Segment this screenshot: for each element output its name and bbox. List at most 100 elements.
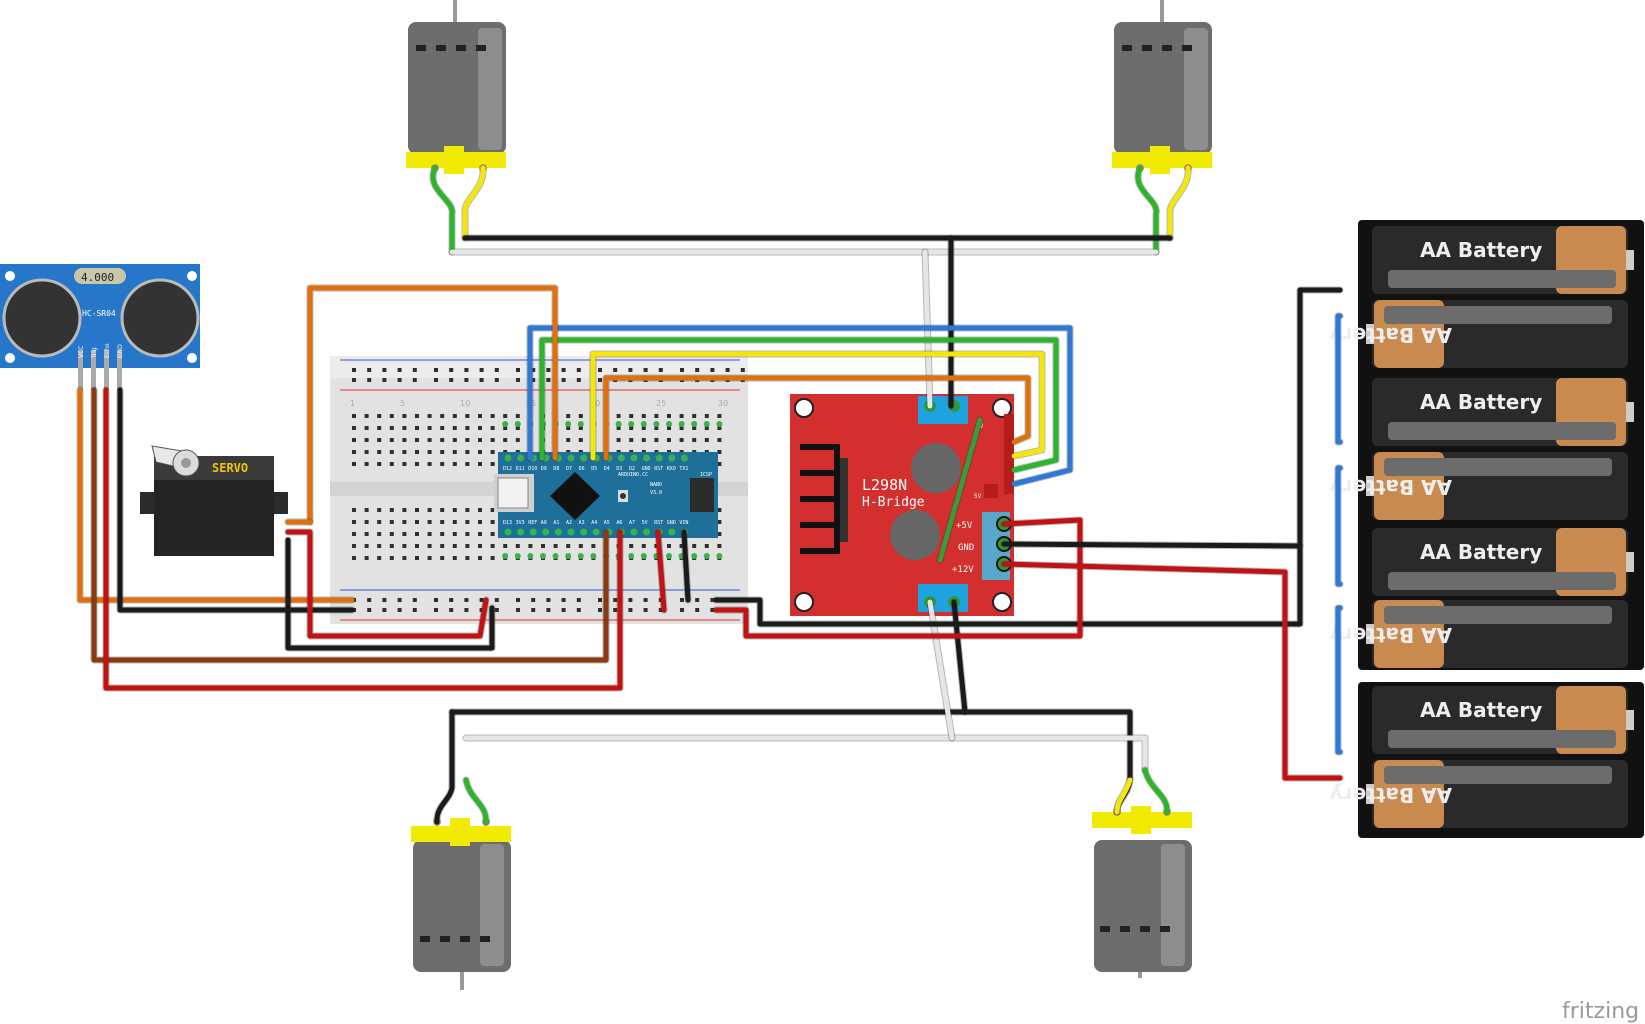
breadboard-hole: [402, 520, 407, 524]
arduino-pin-label-top: D10: [528, 466, 537, 472]
sensor-display: 4.000: [81, 271, 114, 284]
breadboard-hole: [578, 438, 583, 442]
occupied-hole: [703, 421, 710, 427]
occupied-hole: [514, 421, 521, 427]
breadboard-hole: [427, 556, 432, 560]
aa-battery: AA Battery: [1330, 300, 1628, 368]
arduino-brand: ARDUINO.CC: [618, 472, 648, 478]
occupied-hole: [527, 553, 534, 559]
servo-motor: SERVO: [140, 445, 288, 556]
battery-label: AA Battery: [1420, 238, 1542, 262]
wire: [655, 529, 667, 613]
arduino-pin-label-bottom: 3V3: [516, 520, 525, 526]
breadboard-hole: [402, 438, 407, 442]
breadboard-hole: [717, 508, 722, 512]
arduino-pin-label-bottom: A4: [591, 520, 597, 526]
breadboard-hole: [352, 520, 356, 524]
aa-battery: AA Battery: [1330, 760, 1628, 828]
rail-hole: [434, 368, 438, 372]
rail-hole: [643, 598, 648, 602]
occupied-hole: [691, 553, 698, 559]
breadboard-hole: [578, 414, 583, 418]
breadboard-hole: [478, 520, 482, 524]
rail-hole: [598, 378, 602, 382]
occupied-hole: [628, 553, 635, 559]
occupied-hole: [678, 421, 685, 427]
arduino-pin-label-top: D9: [541, 466, 547, 472]
rail-hole: [725, 368, 730, 372]
arduino-pin-label-top: TX1: [679, 466, 688, 472]
arduino-pin-top: [655, 454, 663, 462]
rail-hole: [412, 368, 417, 372]
arduino-pin-label-bottom: VIN: [679, 520, 688, 526]
breadboard-hole: [704, 438, 709, 442]
breadboard-hole: [389, 438, 394, 442]
rail-hole: [531, 378, 536, 382]
arduino-pin-label-bottom: A5: [604, 520, 610, 526]
breadboard-hole: [352, 508, 356, 512]
breadboard-hole: [427, 450, 432, 454]
breadboard-hole: [503, 544, 508, 548]
wire: [462, 165, 486, 241]
rail-hole: [546, 598, 551, 602]
arduino-pin-label-top: D7: [566, 466, 572, 472]
arduino-pin-label-bottom: A0: [541, 520, 547, 526]
breadboard-hole: [440, 556, 445, 560]
breadboard-hole: [389, 414, 394, 418]
breadboard-hole: [452, 544, 457, 548]
breadboard-hole: [377, 450, 382, 454]
rail-hole: [516, 378, 520, 382]
wire: [713, 517, 1083, 639]
rail-hole: [643, 608, 648, 612]
wire: [1114, 777, 1133, 815]
wire: [603, 375, 1031, 461]
breadboard-hole: [364, 426, 369, 430]
rail-hole: [479, 378, 484, 382]
arduino-pin-label-top: RX0: [667, 466, 676, 472]
breadboard-hole: [679, 544, 684, 548]
breadboard-hole: [503, 414, 508, 418]
breadboard-hole: [465, 426, 470, 430]
wire: [539, 337, 1059, 473]
breadboard-hole: [415, 508, 419, 512]
breadboard-hole: [427, 520, 432, 524]
breadboard-hole: [465, 544, 470, 548]
breadboard-hole: [578, 544, 583, 548]
breadboard-hole: [377, 508, 382, 512]
breadboard-hole: [377, 426, 382, 430]
breadboard-hole: [478, 414, 482, 418]
breadboard-hole: [352, 438, 356, 442]
rail-hole: [494, 598, 499, 602]
occupied-hole: [615, 421, 622, 427]
wire: [91, 387, 609, 663]
breadboard-hole: [427, 508, 432, 512]
rail-hole: [658, 368, 663, 372]
breadboard-hole: [667, 414, 671, 418]
breadboard-hole: [616, 426, 621, 430]
l298n-name: L298N: [862, 476, 907, 494]
arduino-pin-bottom: [643, 528, 651, 536]
sensor-pin-label: GND: [117, 344, 124, 358]
breadboard-hole: [578, 426, 583, 430]
arduino-pin-top: [580, 454, 588, 462]
breadboard-hole: [402, 414, 407, 418]
arduino-pin-top: [680, 454, 688, 462]
l298n-label-5v: +5V: [956, 521, 973, 531]
breadboard-hole: [452, 508, 457, 512]
occupied-hole: [565, 421, 572, 427]
breadboard-hole: [352, 556, 356, 560]
breadboard-hole: [415, 556, 419, 560]
breadboard-hole: [389, 462, 394, 466]
breadboard-hole: [541, 544, 545, 548]
rail-hole: [382, 598, 387, 602]
battery-label: AA Battery: [1330, 623, 1452, 647]
breadboard-hole: [717, 532, 722, 536]
breadboard-hole: [641, 544, 646, 548]
occupied-hole: [552, 553, 559, 559]
arduino-pin-top: [668, 454, 676, 462]
breadboard-hole: [478, 556, 482, 560]
occupied-hole: [691, 421, 698, 427]
breadboard-hole: [717, 414, 722, 418]
breadboard-hole: [402, 462, 407, 466]
breadboard-hole: [692, 426, 697, 430]
